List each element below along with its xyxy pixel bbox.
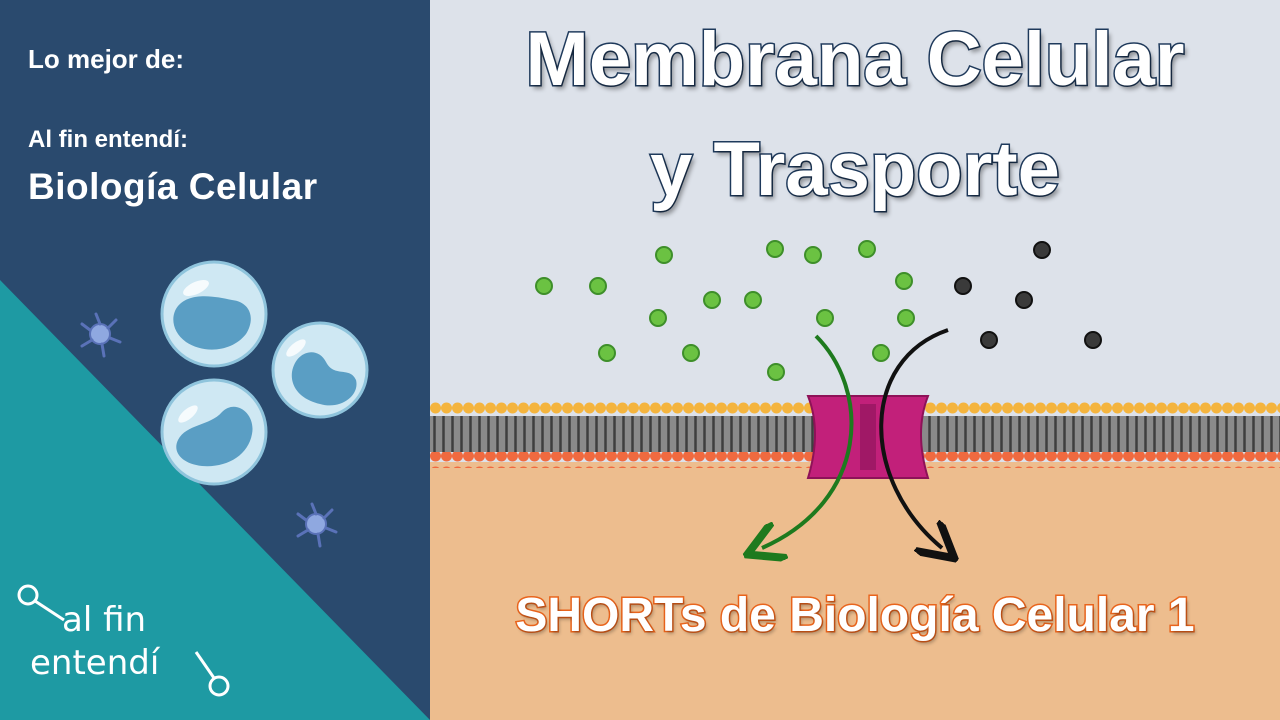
cytoplasm [430, 462, 1280, 720]
title-line-2: y Trasporte [649, 127, 1062, 212]
extracellular-space [430, 0, 1280, 400]
series-label: SHORTs de Biología Celular 1 [514, 588, 1196, 644]
virus-icon [80, 312, 122, 358]
teal-triangle [0, 280, 430, 720]
black-molecules [954, 241, 1102, 349]
cell-bubble-2 [271, 321, 369, 419]
cell-bubble-1 [160, 260, 268, 368]
membrane-illustration [430, 0, 1280, 720]
left-panel-graphics: al fin entendí [0, 260, 430, 720]
right-panel: Membrana Celular y Trasporte SHORTs de B… [430, 0, 1280, 720]
virus-icon [296, 502, 338, 548]
title-line-1: Membrana Celular [524, 17, 1186, 102]
channel-pore [860, 404, 876, 470]
logo-line-2: entendí [30, 643, 161, 683]
green-transport-arrow [762, 334, 854, 548]
black-transport-arrow [879, 328, 948, 548]
logo-line-1: al fin [62, 600, 146, 640]
best-of-label: Lo mejor de: [28, 44, 185, 74]
left-panel: al fin entendí Lo mejor de: Al fin enten… [0, 0, 430, 720]
green-molecules [535, 240, 915, 381]
al-fin-entendi-logo: al fin entendí [17, 584, 230, 697]
cell-bubble-3 [160, 378, 268, 486]
subject-title: Biología Celular [28, 166, 318, 207]
finally-understood-label: Al fin entendí: [28, 126, 188, 153]
